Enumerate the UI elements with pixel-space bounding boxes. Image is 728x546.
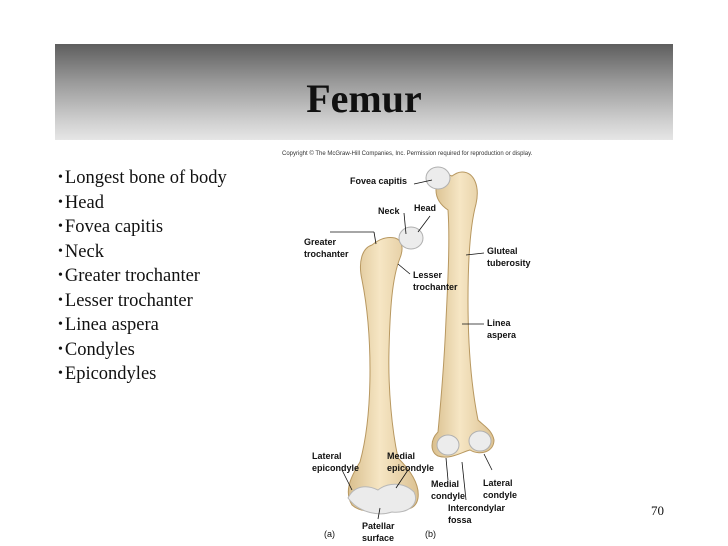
page-number: 70 [651, 503, 664, 519]
label-head: Head [414, 202, 436, 214]
femur-posterior-view [426, 167, 494, 457]
label-greater-trochanter: Greater trochanter [304, 236, 349, 260]
label-lateral-condyle: Lateral condyle [483, 477, 517, 501]
label-fovea-capitis: Fovea capitis [350, 175, 407, 187]
label-lesser-trochanter: Lesser trochanter [413, 269, 458, 293]
label-lateral-epicondyle: Lateral epicondyle [312, 450, 359, 474]
label-medial-epicondyle: Medial epicondyle [387, 450, 434, 474]
medial-condyle-cartilage [437, 435, 459, 455]
label-patellar-surface: Patellar surface [362, 520, 395, 544]
label-view-a: (a) [324, 528, 335, 540]
label-medial-condyle: Medial condyle [431, 478, 465, 502]
label-neck: Neck [378, 205, 400, 217]
lateral-condyle-cartilage [469, 431, 491, 451]
label-gluteal-tuberosity: Gluteal tuberosity [487, 245, 531, 269]
label-linea-aspera: Linea aspera [487, 317, 516, 341]
label-view-b: (b) [425, 528, 436, 540]
label-intercondylar-fossa: Intercondylar fossa [448, 502, 505, 526]
femur-head-cartilage-posterior [426, 167, 450, 189]
